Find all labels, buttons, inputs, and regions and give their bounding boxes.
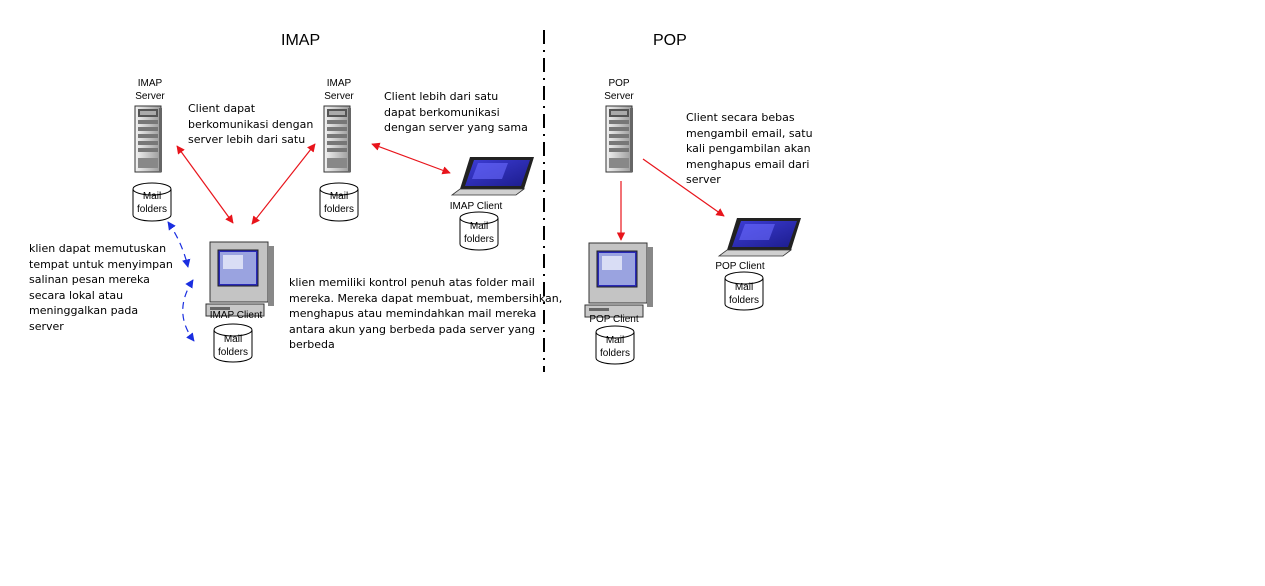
pop-client-desktop-label: POP Client <box>589 314 639 325</box>
database-icon <box>319 182 359 222</box>
note-pop-free: Client secara bebas mengambil email, sat… <box>686 111 813 186</box>
imap-client-laptop-label: IMAP Client <box>450 201 503 212</box>
desktop-computer-icon <box>584 242 654 318</box>
imap-header: IMAP <box>281 32 320 49</box>
arrow-client-local-lower <box>182 279 195 342</box>
arrow-client-local-upper <box>167 221 191 268</box>
note-multi-client-server: Client lebih dari satu dapat berkomunika… <box>384 90 528 134</box>
server-tower-icon <box>134 105 163 173</box>
desktop-computer-icon <box>205 241 275 317</box>
server-tower-icon <box>605 105 634 173</box>
laptop-icon <box>451 156 535 196</box>
note-full-control: klien memiliki kontrol penuh atas folder… <box>289 276 563 351</box>
arrow-server2-laptop <box>371 142 451 175</box>
pop-header: POP <box>653 32 687 49</box>
note-local-storage: klien dapat memutuskan tempat untuk meny… <box>29 242 173 333</box>
server-tower-icon <box>323 105 352 173</box>
arrow-server2-client <box>251 143 316 225</box>
note-client-multi-server: Client dapat berkomunikasi dengan server… <box>188 102 314 146</box>
laptop-icon <box>718 217 802 257</box>
database-icon <box>132 182 172 222</box>
arrow-pop-server-laptop <box>642 158 725 217</box>
imap-client-desktop-label: IMAP Client <box>210 310 263 321</box>
arrow-server1-client <box>176 145 234 224</box>
pop-client-laptop-label: POP Client <box>715 261 765 272</box>
